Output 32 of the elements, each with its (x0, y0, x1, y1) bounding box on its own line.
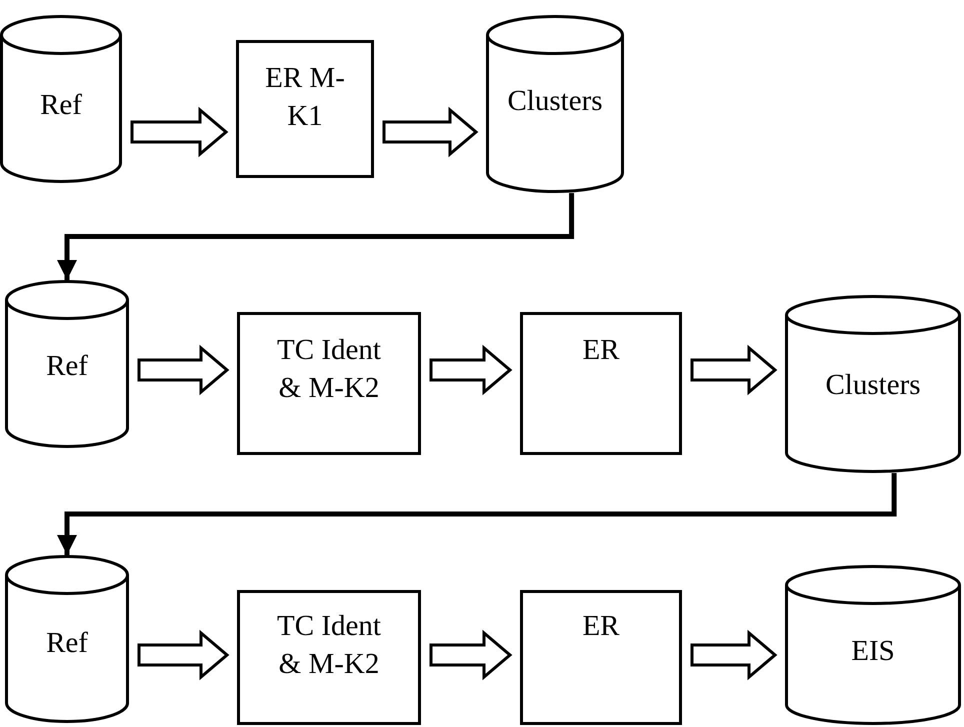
block-arrow (430, 344, 512, 396)
process-box (236, 40, 374, 178)
process-box (237, 312, 421, 455)
connector-arrow (57, 473, 897, 555)
block-arrow (382, 106, 478, 158)
node-label: Clusters (824, 368, 922, 403)
node-label: ER (581, 333, 621, 368)
node-label: EIS (850, 634, 896, 669)
process-box (520, 590, 682, 725)
node-label: TC Ident & M-K2 (276, 333, 382, 406)
node-label: Ref (39, 88, 83, 123)
database-cylinder (5, 280, 129, 448)
node-label: Clusters (506, 84, 604, 119)
process-box (520, 312, 682, 455)
block-arrow (690, 630, 778, 680)
block-arrow (430, 630, 512, 680)
node-label: ER (581, 609, 621, 644)
block-arrow (138, 344, 230, 396)
database-cylinder (0, 15, 122, 183)
block-arrow (690, 344, 778, 396)
connector-arrow (57, 193, 574, 280)
node-label: Ref (45, 626, 89, 661)
node-label: Ref (45, 349, 89, 384)
block-arrow (138, 630, 230, 680)
database-cylinder (486, 15, 624, 193)
block-arrow (130, 106, 228, 158)
database-cylinder (5, 555, 129, 723)
process-box (237, 590, 421, 725)
node-label: ER M-K1 (265, 61, 345, 134)
database-cylinder (785, 295, 961, 473)
node-label: TC Ident & M-K2 (276, 609, 382, 682)
database-cylinder (785, 565, 961, 725)
